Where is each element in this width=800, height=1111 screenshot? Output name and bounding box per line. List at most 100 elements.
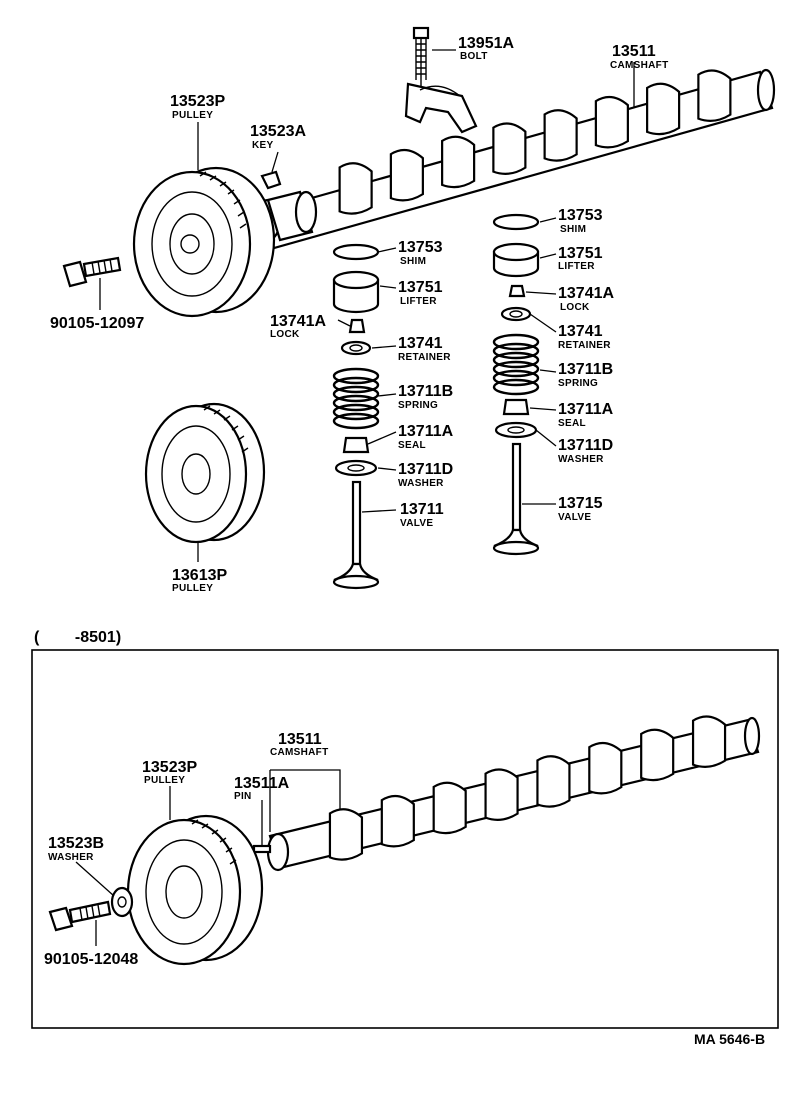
key-drawing <box>260 170 282 190</box>
valve-left-number: 13711 <box>400 501 444 518</box>
leader-lines <box>75 49 635 946</box>
spring-coil <box>332 403 380 421</box>
lifter-left-name: LIFTER <box>400 296 437 307</box>
inset-washer-number: 13523B <box>48 835 104 852</box>
pulley-name: PULLEY <box>172 110 213 121</box>
cam-lobe <box>594 95 629 149</box>
inset-camshaft-name: CAMSHAFT <box>270 747 329 758</box>
callout-valve-left: 13711 VALVE <box>400 501 444 529</box>
washer-left-number: 13711D <box>398 461 453 478</box>
inset-camshaft-number: 13511 <box>278 731 322 748</box>
lock-right-name: LOCK <box>560 302 590 313</box>
cam-lobe <box>441 135 476 189</box>
callout-valve-right: 13715 VALVE <box>558 495 603 523</box>
callout-key: 13523A KEY <box>250 123 306 151</box>
inset-camshaft-drawing <box>252 715 761 872</box>
spring-coil <box>492 333 540 351</box>
callout-lifter-right: 13751 LIFTER <box>558 245 603 272</box>
shim-right-name: SHIM <box>560 224 586 235</box>
spring-coil <box>332 412 380 430</box>
diagram-id-code: MA 5646-B <box>694 1031 765 1047</box>
callout-inset-pin: 13511A PIN <box>234 775 290 802</box>
cam-lobe <box>646 82 681 136</box>
retainer-right-name: RETAINER <box>558 340 611 351</box>
callout-pulley: 13523P PULLEY <box>170 93 225 121</box>
callout-bolt: 13951A BOLT <box>458 35 514 62</box>
callout-inset-camshaft: 13511 CAMSHAFT <box>270 731 329 758</box>
inset-pulley-name: PULLEY <box>144 775 185 786</box>
spring-coil <box>332 385 380 403</box>
valve-left-name: VALVE <box>400 518 433 529</box>
pulley-lower-name: PULLEY <box>172 583 213 594</box>
callout-retainer-right: 13741 RETAINER <box>558 323 611 351</box>
callout-washer-left: 13711D WASHER <box>398 461 453 489</box>
bearing-cap-drawing <box>404 26 478 134</box>
pulley-number: 13523P <box>170 93 225 110</box>
inset-frame <box>31 649 779 1029</box>
callout-inset-pulley: 13523P PULLEY <box>142 759 197 786</box>
inset-pin-name: PIN <box>234 791 252 802</box>
callout-lifter-left: 13751 LIFTER <box>398 279 443 307</box>
bolt-main-drawing <box>62 256 122 288</box>
spring-coil <box>332 367 380 385</box>
valve-right-number: 13715 <box>558 495 603 512</box>
cam-lobe <box>536 755 571 808</box>
lock-right-number: 13741A <box>558 285 614 302</box>
shim-left-name: SHIM <box>400 256 426 267</box>
inset-washer-drawing <box>110 886 134 918</box>
callout-seal-left: 13711A SEAL <box>398 423 454 451</box>
valve-stack-left-drawing <box>332 243 380 590</box>
spring-coil <box>492 342 540 360</box>
seal-right-name: SEAL <box>558 418 586 429</box>
key-name: KEY <box>252 140 273 151</box>
callout-spring-left: 13711B SPRING <box>398 383 453 411</box>
pulley-upper-drawing <box>132 166 276 318</box>
callout-inset-washer: 13523B WASHER <box>48 835 104 863</box>
spring-left-number: 13711B <box>398 383 453 400</box>
camshaft-name: CAMSHAFT <box>610 60 669 71</box>
bolt-main-number: 90105-12097 <box>50 315 144 332</box>
spring-right-name: SPRING <box>558 378 598 389</box>
lock-left-name: LOCK <box>270 329 300 340</box>
inset-pin-number: 13511A <box>234 775 290 792</box>
key-number: 13523A <box>250 123 306 140</box>
camshaft-drawing <box>254 68 776 250</box>
callout-shim-right: 13753 SHIM <box>558 207 603 235</box>
lifter-left-number: 13751 <box>398 279 443 296</box>
spring-coil <box>492 351 540 369</box>
spring-coil <box>492 360 540 378</box>
spring-coil <box>492 378 540 396</box>
callout-spring-right: 13711B SPRING <box>558 361 613 389</box>
cam-lobe <box>328 808 364 861</box>
cam-lobe <box>697 69 732 122</box>
spring-right-number: 13711B <box>558 361 613 378</box>
inset-pulley-number: 13523P <box>142 759 197 776</box>
valve-stack-right-drawing <box>492 213 540 556</box>
pulley-lower-number: 13613P <box>172 567 227 584</box>
cam-lobe <box>543 109 578 162</box>
cam-lobe <box>691 715 727 768</box>
cam-lobe <box>484 768 519 821</box>
cam-lobe <box>588 741 623 795</box>
retainer-left-number: 13741 <box>398 335 443 352</box>
washer-left-name: WASHER <box>398 478 444 489</box>
callout-lock-left: 13741A LOCK <box>270 313 326 340</box>
inset-pulley-drawing <box>126 814 264 966</box>
pulley-lower-drawing <box>144 402 266 544</box>
spring-coil <box>332 376 380 394</box>
shim-right-number: 13753 <box>558 207 603 224</box>
inset-washer-name: WASHER <box>48 852 94 863</box>
cam-lobe <box>640 728 675 782</box>
retainer-left-name: RETAINER <box>398 352 451 363</box>
washer-right-number: 13711D <box>558 437 613 454</box>
cam-lobe <box>432 781 467 835</box>
cam-lobe <box>338 162 373 215</box>
lock-left-number: 13741A <box>270 313 326 330</box>
cam-lobe <box>492 122 527 175</box>
seal-left-name: SEAL <box>398 440 426 451</box>
retainer-right-number: 13741 <box>558 323 603 340</box>
inset-label: ( -8501) <box>34 629 121 646</box>
bolt-number: 13951A <box>458 35 514 52</box>
